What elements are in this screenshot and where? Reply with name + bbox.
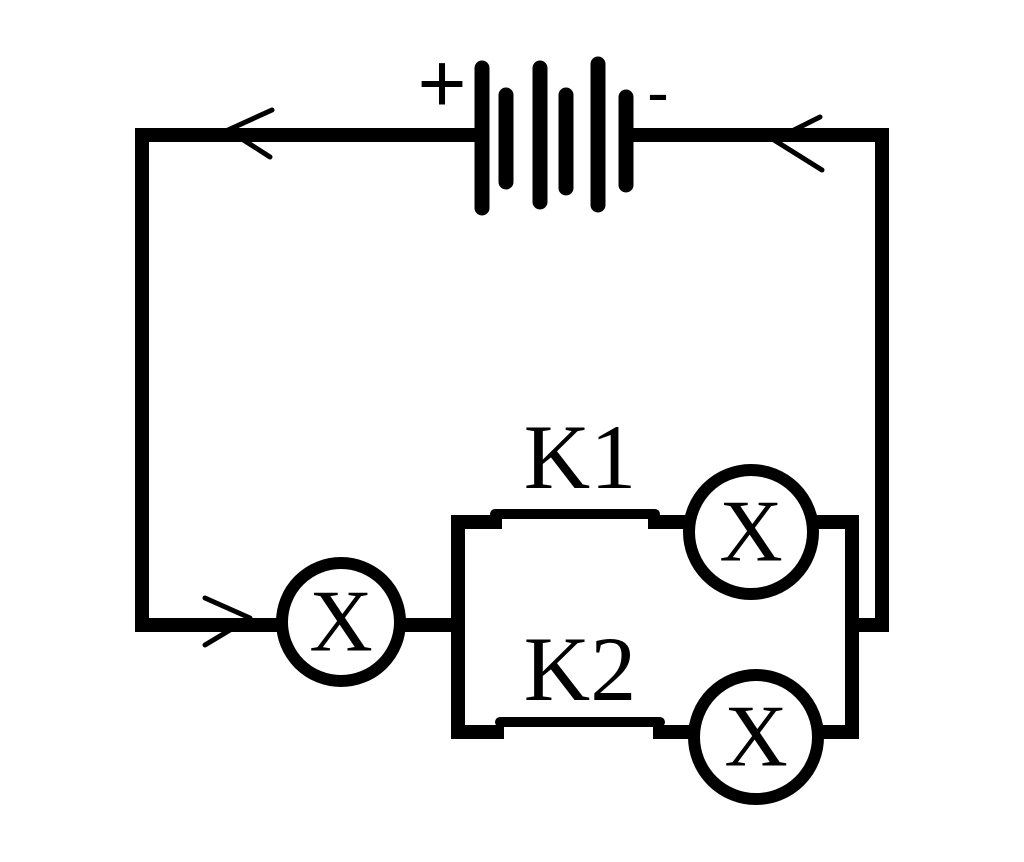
arrow-bottom-left: [202, 595, 253, 648]
switch-k2-label: K2: [524, 618, 636, 720]
main-bulb-symbol: X: [309, 574, 373, 671]
arrow-top-right: [771, 114, 825, 173]
switch-k1-label: K1: [524, 406, 636, 508]
battery: + -: [417, 36, 669, 216]
branch1-bulb-ring: [683, 464, 819, 600]
branch2-bulb-symbol: X: [724, 689, 788, 786]
battery-positive-label: +: [417, 36, 466, 130]
arrow-top-left: [225, 107, 275, 160]
battery-negative-label: -: [647, 55, 669, 129]
top-left-wire: [135, 128, 489, 632]
branch-left-rail: [451, 515, 504, 739]
branch1-bulb-symbol: X: [719, 484, 783, 581]
top-right-wire: [623, 128, 889, 632]
branch-right-rail: [806, 515, 859, 739]
main-bulb: X: [276, 557, 406, 687]
branch1-bulb: X: [683, 464, 819, 600]
branch2-bulb-ring: [688, 669, 824, 805]
main-bulb-ring: [276, 557, 406, 687]
branch2-bulb: X: [688, 669, 824, 805]
